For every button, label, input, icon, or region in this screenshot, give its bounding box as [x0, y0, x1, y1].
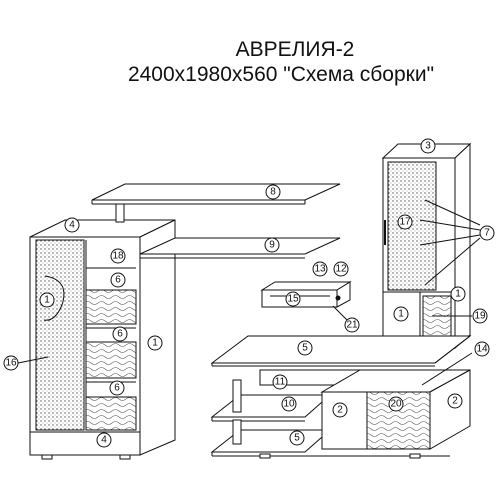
svg-text:14: 14: [476, 344, 488, 355]
callout-1-side: 1: [147, 335, 163, 351]
door-glass-arc: [43, 275, 65, 321]
callout-11: 11: [272, 374, 288, 390]
callout-20: 20: [388, 396, 404, 412]
callout-19: 19: [472, 308, 488, 324]
callout-14: 14: [474, 341, 490, 357]
svg-text:8: 8: [270, 187, 276, 198]
callout-2-right: 2: [447, 393, 463, 409]
svg-text:21: 21: [346, 320, 358, 331]
svg-text:17: 17: [399, 217, 411, 228]
shelf-9: [139, 237, 341, 255]
drawer-handle: [335, 295, 341, 301]
svg-text:11: 11: [275, 377, 286, 388]
right-glass-door: [387, 161, 437, 291]
svg-text:20: 20: [390, 399, 402, 410]
glass-door: [35, 239, 85, 431]
svg-text:5: 5: [294, 433, 300, 444]
svg-text:1: 1: [455, 289, 461, 300]
drawer-unit: [260, 281, 352, 308]
svg-text:18: 18: [112, 251, 124, 262]
svg-text:6: 6: [115, 275, 121, 286]
callout-6-a: 6: [110, 272, 126, 288]
callout-2-left: 2: [332, 402, 348, 418]
svg-text:3: 3: [425, 141, 431, 152]
shelf-8: [91, 183, 341, 201]
callout-16: 16: [3, 355, 19, 371]
svg-text:15: 15: [287, 294, 299, 305]
callout-4-top: 4: [64, 217, 80, 233]
svg-text:6: 6: [117, 329, 123, 340]
callout-5-bottom: 5: [289, 430, 305, 446]
drawer-panel-2: [85, 341, 137, 379]
svg-text:1: 1: [398, 309, 404, 320]
callout-15: 15: [285, 291, 301, 307]
callout-8: 8: [265, 184, 281, 200]
svg-text:1: 1: [152, 338, 158, 349]
svg-text:4: 4: [69, 220, 75, 231]
svg-text:16: 16: [5, 358, 17, 369]
svg-text:1: 1: [44, 295, 50, 306]
tv-stand-top: [210, 335, 472, 364]
callout-17: 17: [397, 214, 413, 230]
svg-text:9: 9: [269, 240, 275, 251]
left-cabinet: [29, 219, 176, 460]
svg-text:10: 10: [283, 399, 295, 410]
svg-text:13: 13: [314, 264, 326, 275]
callout-7: 7: [479, 225, 495, 241]
callout-18: 18: [110, 248, 126, 264]
svg-text:2: 2: [337, 405, 343, 416]
svg-text:4: 4: [101, 435, 107, 446]
product-title: АВРЕЛИЯ-2: [235, 38, 355, 61]
callout-13: 13: [312, 261, 328, 277]
leader-14: [421, 352, 473, 386]
svg-text:6: 6: [114, 383, 120, 394]
drawer-panel-3: [85, 396, 137, 431]
callout-21: 21: [344, 317, 360, 333]
callout-1-right-top: 1: [450, 286, 466, 302]
svg-text:19: 19: [474, 311, 486, 322]
callout-4-bottom: 4: [96, 432, 112, 448]
svg-text:7: 7: [484, 228, 490, 239]
leader-21: [332, 305, 349, 322]
drawer-panel-1: [85, 289, 137, 325]
callout-5-top: 5: [297, 340, 313, 356]
callout-1-door: 1: [39, 292, 55, 308]
svg-text:2: 2: [452, 396, 458, 407]
shelf-support: [115, 203, 125, 223]
svg-text:12: 12: [335, 264, 347, 275]
callout-1-right-door: 1: [393, 306, 409, 322]
callout-10: 10: [281, 396, 297, 412]
callout-9: 9: [264, 237, 280, 253]
callout-3: 3: [420, 138, 436, 154]
callout-12: 12: [333, 261, 349, 277]
svg-text:5: 5: [302, 343, 308, 354]
diagram-subtitle: 2400х1980х560 "Схема сборки": [127, 63, 435, 86]
callout-6-b: 6: [112, 326, 128, 342]
callout-6-c: 6: [109, 380, 125, 396]
